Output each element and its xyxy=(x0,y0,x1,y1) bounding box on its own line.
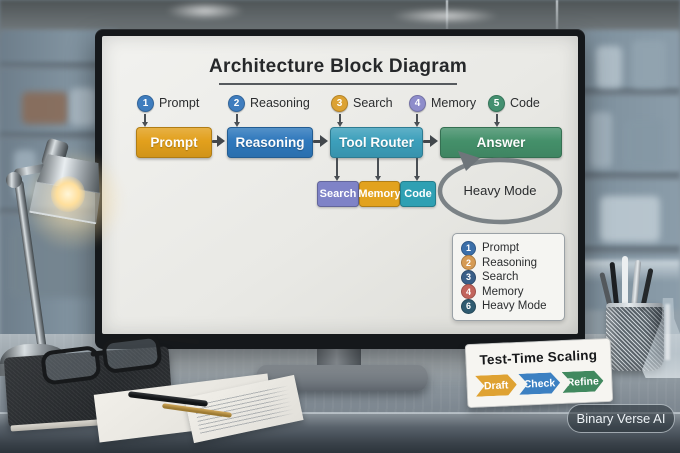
step-number-icon: 2 xyxy=(228,94,245,112)
heavy-mode-label: Heavy Mode xyxy=(463,183,537,198)
shelf-board xyxy=(575,88,680,96)
pen xyxy=(622,256,628,310)
monitor: Architecture Block Diagram 1 Prompt 2 Re… xyxy=(95,29,585,349)
connector-arrow-icon xyxy=(413,158,420,181)
lab-glassware xyxy=(632,40,666,88)
legend-number-icon: 6 xyxy=(461,298,476,314)
brand-badge: Binary Verse AI xyxy=(567,404,675,433)
legend-item: 4 Memory xyxy=(461,284,556,299)
step-number-icon: 3 xyxy=(331,94,348,112)
flow-arrow-icon xyxy=(423,135,438,147)
step-badge-label: Prompt xyxy=(159,96,200,110)
lab-glassware xyxy=(624,120,664,168)
shelf-board xyxy=(575,172,680,180)
flow-block-reasoning: Reasoning xyxy=(227,127,313,158)
legend-number-icon: 3 xyxy=(461,269,476,285)
tool-block-search: Search xyxy=(317,181,359,207)
shelf-board xyxy=(0,62,118,70)
legend-item: 2 Reasoning xyxy=(461,255,556,270)
connector-arrow-icon xyxy=(413,114,420,127)
lab-bottle xyxy=(22,92,68,124)
monitor-screen: Architecture Block Diagram 1 Prompt 2 Re… xyxy=(102,36,578,334)
step-badge-label: Reasoning xyxy=(250,96,310,110)
connector-arrow-icon xyxy=(374,158,381,181)
legend-item: 1 Prompt xyxy=(461,240,556,256)
legend-item: 6 Heavy Mode xyxy=(461,298,556,314)
card-step-refine: Refine xyxy=(562,370,604,393)
card-step-draft: Draft xyxy=(475,374,517,397)
step-badge-label: Memory xyxy=(431,96,477,110)
card-step-check: Check xyxy=(518,372,560,395)
step-number-icon: 5 xyxy=(488,94,505,112)
card-steps: Draft Check Refine xyxy=(475,370,604,397)
lab-glassware xyxy=(600,196,660,242)
glass-panel-edge xyxy=(556,0,558,40)
tool-block-code: Code xyxy=(400,181,436,207)
step-number-icon: 4 xyxy=(409,94,426,112)
legend-box: 1 Prompt 2 Reasoning 3 Search 4 Memory 6 xyxy=(452,233,565,321)
flow-block-prompt: Prompt xyxy=(136,127,212,158)
ceiling-light xyxy=(165,2,245,20)
step-badge-memory: 4 Memory xyxy=(409,94,477,112)
tool-block-memory: Memory xyxy=(358,181,401,207)
lamp-shade xyxy=(31,153,104,223)
legend-number-icon: 2 xyxy=(461,255,476,270)
glass-panel-edge xyxy=(446,0,448,34)
connector-arrow-icon xyxy=(233,114,240,127)
legend-number-icon: 4 xyxy=(461,284,476,299)
step-badge-prompt: 1 Prompt xyxy=(137,94,200,112)
connector-arrow-icon xyxy=(333,158,340,181)
step-badge-code: 5 Code xyxy=(488,94,540,112)
lamp-joint xyxy=(6,172,22,188)
step-badge-label: Code xyxy=(510,96,540,110)
legend-number-icon: 1 xyxy=(461,240,476,256)
connector-arrow-icon xyxy=(493,114,500,127)
lab-glassware xyxy=(590,112,612,168)
legend-item: 3 Search xyxy=(461,269,556,285)
test-time-scaling-card: Test-Time Scaling Draft Check Refine xyxy=(464,337,614,409)
diagram-title: Architecture Block Diagram xyxy=(208,56,468,77)
lab-glassware xyxy=(596,46,622,88)
flow-arrow-icon xyxy=(313,135,328,147)
flow-block-tool-router: Tool Router xyxy=(330,127,423,158)
ceiling-light xyxy=(390,8,500,24)
lab-bottle xyxy=(70,88,96,126)
flow-arrow-icon xyxy=(212,135,225,147)
heavy-mode-loop-icon xyxy=(437,151,563,225)
card-title: Test-Time Scaling xyxy=(479,347,598,368)
step-number-icon: 1 xyxy=(137,94,154,112)
step-badge-reasoning: 2 Reasoning xyxy=(228,94,310,112)
shelf-board xyxy=(0,132,118,140)
connector-arrow-icon xyxy=(336,114,343,127)
shelf-board xyxy=(575,246,680,254)
step-badge-label: Search xyxy=(353,96,393,110)
desk-edge-highlight xyxy=(0,412,680,414)
title-underline xyxy=(219,83,457,85)
step-badge-search: 3 Search xyxy=(331,94,393,112)
connector-arrow-icon xyxy=(141,114,148,127)
